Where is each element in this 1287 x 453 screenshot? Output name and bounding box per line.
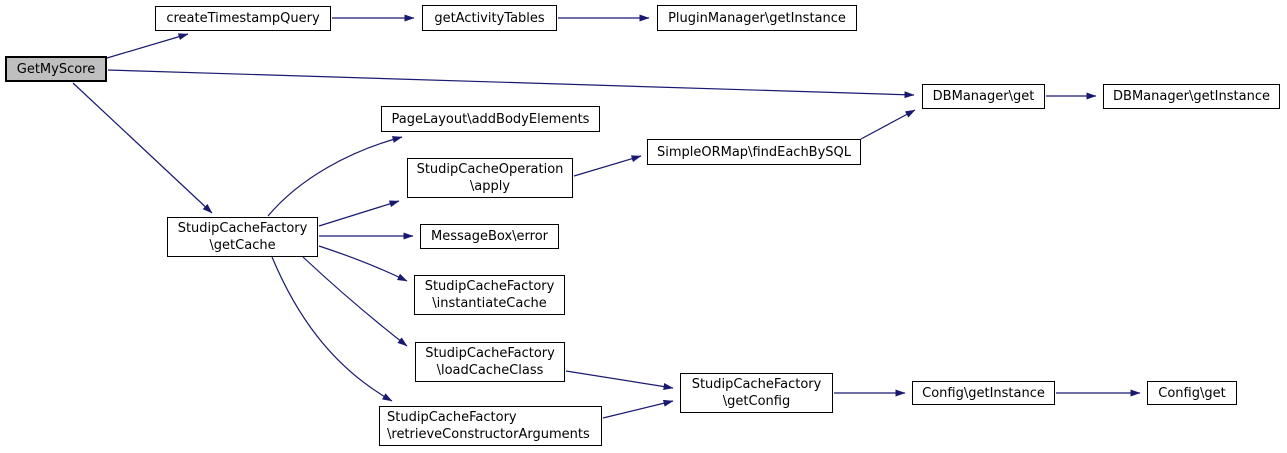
- edge-studip-cache-factory-retrieve-constructor-arguments-to-studip-cache-factory-get-config: [602, 399, 674, 419]
- node-message-box-error[interactable]: MessageBox\error: [420, 224, 559, 249]
- node-plugin-manager-get-instance[interactable]: PluginManager\getInstance: [657, 5, 857, 31]
- edge-studip-cache-operation-apply-to-simple-ormap-find-each-by-sql: [573, 155, 642, 177]
- node-create-timestamp-query[interactable]: createTimestampQuery: [155, 6, 331, 31]
- node-label: DBManager\get: [932, 89, 1035, 104]
- node-label: getActivityTables: [434, 10, 545, 26]
- node-studip-cache-factory-retrieve-constructor-arguments[interactable]: StudipCacheFactory \retrieveConstructorAr…: [379, 406, 602, 446]
- node-label: MessageBox\error: [431, 229, 548, 244]
- node-label: StudipCacheFactory: [177, 221, 308, 236]
- node-page-layout-add-body-elements[interactable]: PageLayout\addBodyElements: [381, 106, 600, 132]
- edge-get-my-score-to-studip-cache-factory-get-cache: [72, 82, 213, 214]
- edge-get-my-score-to-db-manager-get: [107, 69, 915, 99]
- edge-studip-cache-factory-get-cache-to-studip-cache-factory-instantiate-cache: [318, 245, 408, 282]
- node-db-manager-get[interactable]: DBManager\get: [922, 84, 1045, 109]
- node-config-get-instance[interactable]: Config\getInstance: [912, 381, 1055, 405]
- edge-studip-cache-factory-get-cache-to-studip-cache-factory-load-cache-class: [302, 256, 408, 347]
- node-studip-cache-operation-apply[interactable]: StudipCacheOperation \apply: [407, 158, 573, 198]
- node-label: StudipCacheOperation: [416, 162, 564, 177]
- edge-get-my-score-to-create-timestamp-query: [106, 33, 189, 59]
- node-get-activity-tables[interactable]: getActivityTables: [422, 5, 557, 31]
- node-label: StudipCacheFactory: [387, 410, 517, 425]
- node-label: \getCache: [209, 238, 276, 253]
- node-studip-cache-factory-load-cache-class[interactable]: StudipCacheFactory \loadCacheClass: [415, 342, 565, 382]
- node-label: SimpleORMap\findEachBySQL: [656, 144, 852, 160]
- node-label: StudipCacheFactory: [691, 377, 822, 392]
- node-label: StudipCacheFactory: [425, 346, 555, 361]
- node-label: \loadCacheClass: [436, 363, 544, 378]
- node-label: Config\get: [1158, 385, 1226, 401]
- edge-studip-cache-factory-get-cache-to-studip-cache-factory-retrieve-constructor-arguments: [271, 256, 393, 402]
- node-label: GetMyScore: [16, 61, 96, 77]
- node-label: Config\getInstance: [922, 385, 1045, 401]
- node-studip-cache-factory-get-config[interactable]: StudipCacheFactory \getConfig: [680, 373, 833, 413]
- edge-studip-cache-factory-get-cache-to-studip-cache-operation-apply: [318, 200, 400, 227]
- node-label: DBManager\getInstance: [1113, 89, 1270, 104]
- edge-studip-cache-factory-get-cache-to-page-layout-add-body-elements: [267, 136, 403, 217]
- node-label: \getConfig: [722, 394, 791, 409]
- node-db-manager-get-instance[interactable]: DBManager\getInstance: [1103, 84, 1280, 109]
- node-label: \retrieveConstructorArguments: [387, 427, 590, 442]
- node-get-my-score: GetMyScore: [5, 56, 107, 82]
- node-label: PluginManager\getInstance: [668, 10, 846, 26]
- node-simple-ormap-find-each-by-sql[interactable]: SimpleORMap\findEachBySQL: [647, 139, 861, 165]
- node-label: \apply: [469, 179, 511, 194]
- node-config-get[interactable]: Config\get: [1147, 381, 1237, 405]
- node-label: PageLayout\addBodyElements: [391, 111, 590, 127]
- node-label: createTimestampQuery: [166, 11, 320, 26]
- edge-simple-ormap-find-each-by-sql-to-db-manager-get: [860, 109, 916, 140]
- node-studip-cache-factory-instantiate-cache[interactable]: StudipCacheFactory \instantiateCache: [414, 275, 565, 315]
- node-studip-cache-factory-get-cache[interactable]: StudipCacheFactory \getCache: [167, 217, 318, 257]
- node-label: StudipCacheFactory: [424, 279, 555, 294]
- node-label: \instantiateCache: [432, 296, 547, 311]
- edge-studip-cache-factory-load-cache-class-to-studip-cache-factory-get-config: [565, 370, 674, 390]
- edges-group: [72, 14, 1141, 419]
